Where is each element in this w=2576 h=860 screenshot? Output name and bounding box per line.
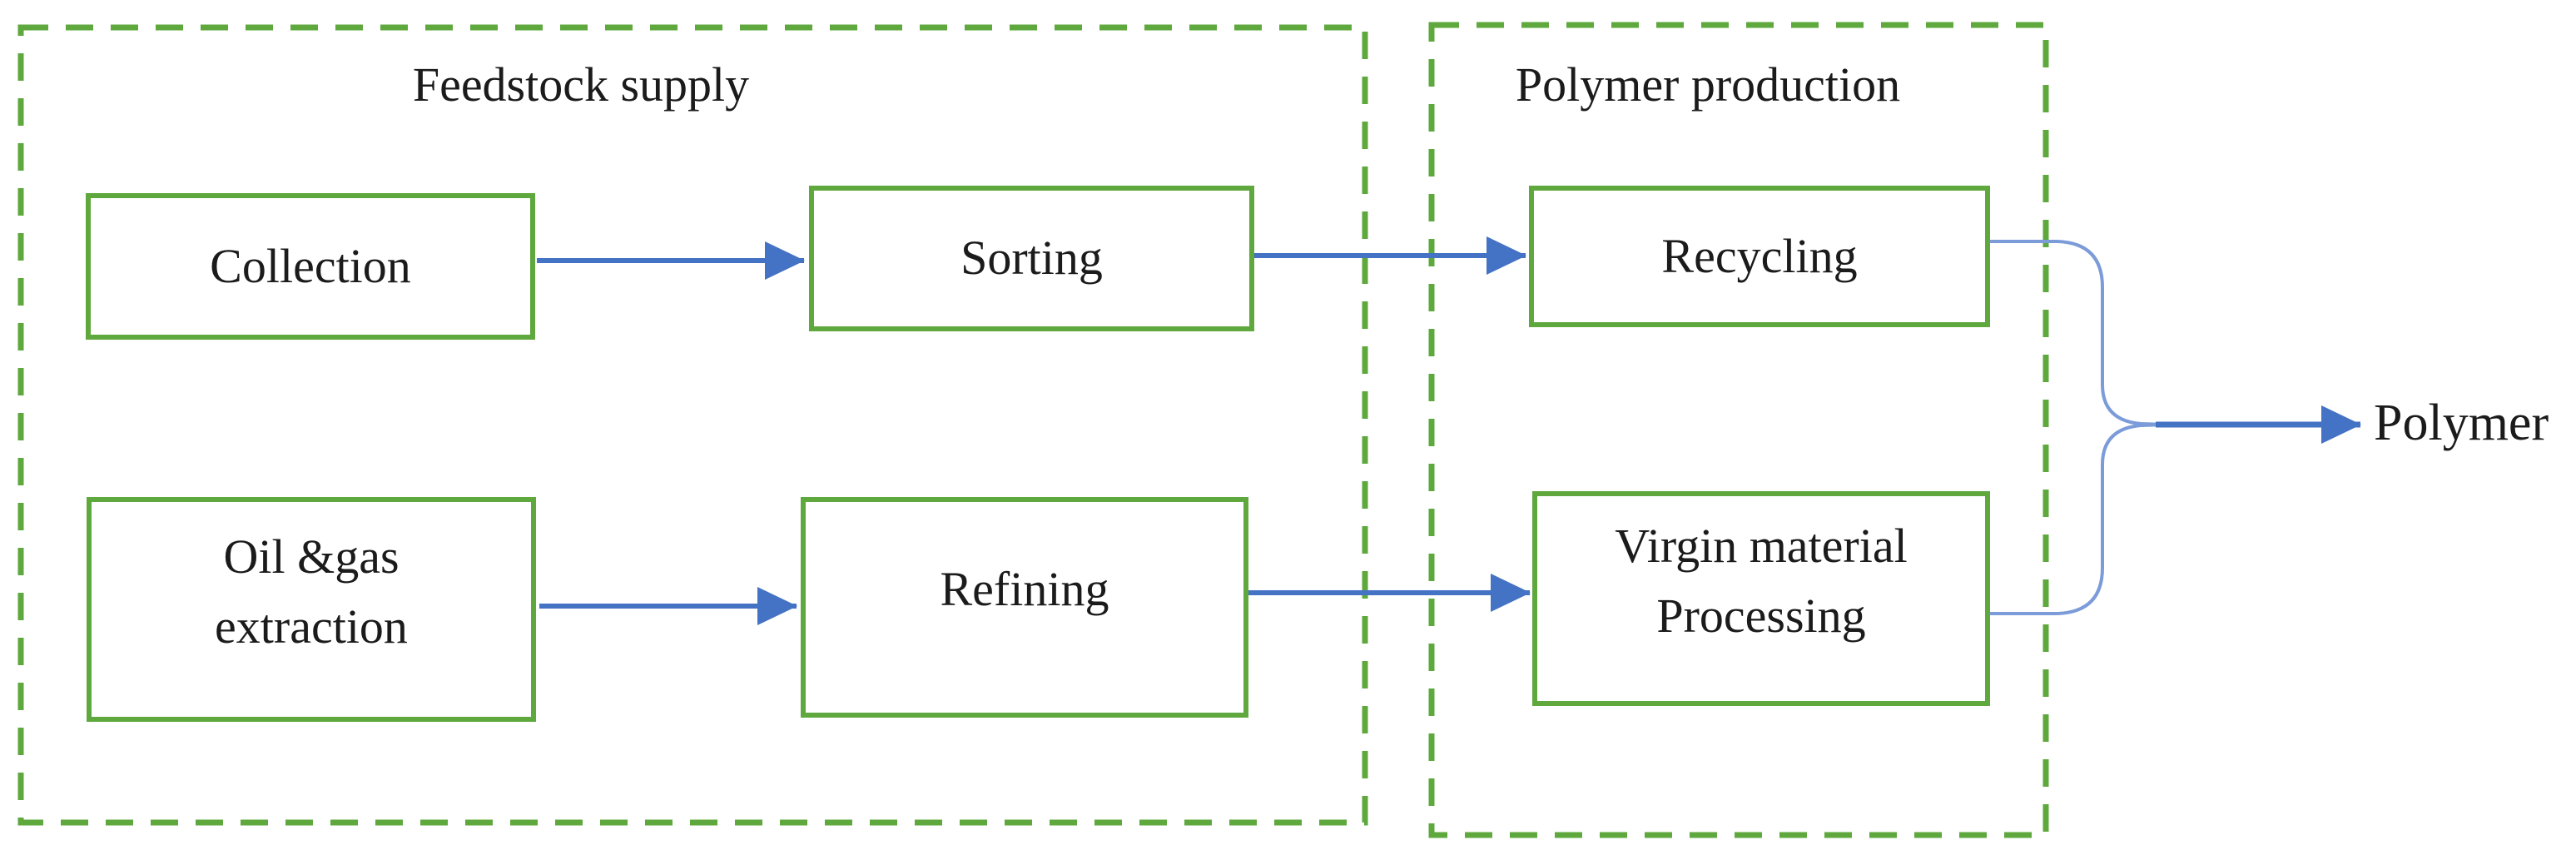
node-refining: Refining: [801, 497, 1248, 718]
node-recycling-label: Recycling: [1661, 228, 1858, 283]
polymer-production-group-border: [1428, 22, 2049, 838]
polymer-output-label: Polymer: [2374, 395, 2549, 451]
connector-recycling-to-merge: [1990, 240, 2168, 426]
polymer-production-title: Polymer production: [1515, 57, 1901, 112]
node-collection-label: Collection: [210, 238, 411, 293]
node-virgin-material-processing-label: Virgin material Processing: [1615, 518, 1908, 643]
node-sorting: Sorting: [809, 186, 1254, 331]
node-recycling: Recycling: [1529, 186, 1990, 327]
node-oil-gas-extraction-label: Oil &gas extraction: [215, 529, 408, 654]
node-sorting-label: Sorting: [960, 231, 1103, 286]
connector-virgin-to-merge: [1990, 423, 2168, 615]
node-oil-gas-extraction: Oil &gas extraction: [87, 497, 536, 722]
node-collection: Collection: [86, 193, 535, 340]
feedstock-supply-title: Feedstock supply: [412, 57, 750, 112]
node-refining-label: Refining: [940, 562, 1109, 617]
node-virgin-material-processing: Virgin material Processing: [1532, 491, 1990, 706]
